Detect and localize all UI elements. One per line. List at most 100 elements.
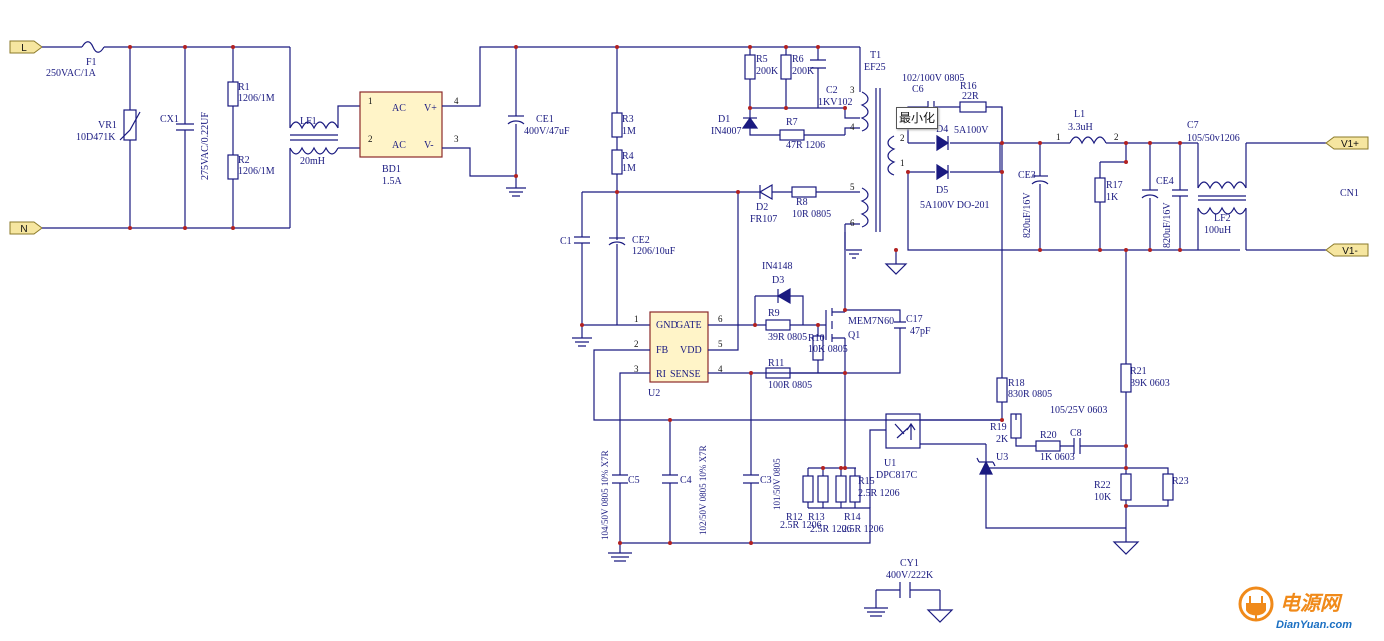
diode-d1 bbox=[741, 116, 759, 129]
diode-d3 bbox=[776, 287, 791, 305]
bd1-value: 1.5A bbox=[382, 176, 403, 187]
minimize-tooltip[interactable]: 最小化 bbox=[896, 107, 938, 129]
cn1-label: CN1 bbox=[1340, 188, 1359, 199]
capacitor-ce2 bbox=[608, 241, 626, 246]
bd1-ac1: AC bbox=[392, 103, 406, 114]
u2-pin3: 3 bbox=[634, 364, 639, 374]
net-tag-vplus: V1+ bbox=[1325, 136, 1369, 150]
t1-pin6: 6 bbox=[850, 218, 855, 228]
ce3-ref: CE3 bbox=[1018, 170, 1036, 181]
cy1-ref: CY1 bbox=[900, 558, 919, 569]
r17-value: 1K bbox=[1106, 192, 1119, 203]
q1-ref: Q1 bbox=[848, 330, 860, 341]
f1-ref: F1 bbox=[86, 57, 97, 68]
l1-pin1: 1 bbox=[1056, 132, 1061, 142]
c4-value: 102/50V 0805 10% X7R bbox=[698, 445, 708, 535]
c4-ref: C4 bbox=[680, 475, 692, 486]
t1-pin5: 5 bbox=[850, 182, 855, 192]
resistor-r23 bbox=[1162, 473, 1174, 501]
r22-ref: R22 bbox=[1094, 480, 1111, 491]
u2-pin1: 1 bbox=[634, 314, 639, 324]
resistor-r19 bbox=[1010, 413, 1022, 439]
junction-dots bbox=[128, 45, 1182, 545]
r5-ref: R5 bbox=[756, 54, 768, 65]
resistor-r20 bbox=[1035, 440, 1061, 452]
lf2-ref: LF2 bbox=[1214, 213, 1231, 224]
u3-ref: U3 bbox=[996, 452, 1008, 463]
r14-ref: R14 bbox=[844, 512, 861, 523]
capacitor-c1 bbox=[574, 236, 590, 244]
lf2-value: 100uH bbox=[1204, 225, 1231, 236]
t1-pin3: 3 bbox=[850, 85, 855, 95]
net-label-vminus: V1- bbox=[1342, 246, 1358, 257]
capacitor-c5 bbox=[612, 474, 628, 484]
c2-value: 1KV102 bbox=[818, 97, 852, 108]
u2-sense: SENSE bbox=[670, 369, 701, 380]
r18-value: 830R 0805 bbox=[1008, 389, 1052, 400]
resistor-r17 bbox=[1094, 177, 1106, 203]
resistor-r10 bbox=[812, 335, 824, 361]
r13-ref: R13 bbox=[808, 512, 825, 523]
c1-ref: C1 bbox=[560, 236, 572, 247]
net-tag-l: L bbox=[9, 40, 43, 54]
capacitor-c7 bbox=[1172, 189, 1188, 197]
r16-value: 22R bbox=[962, 91, 979, 102]
diode-d4 bbox=[936, 134, 950, 152]
d1-value: IN4007 bbox=[711, 126, 742, 137]
bd1-ac2: AC bbox=[392, 140, 406, 151]
ce2-ref: CE2 bbox=[632, 235, 650, 246]
net-label-vplus: V1+ bbox=[1341, 139, 1359, 150]
r4-ref: R4 bbox=[622, 151, 634, 162]
optocoupler-u1 bbox=[885, 413, 921, 449]
cx1-value: 275VAC/0.22UF bbox=[200, 112, 211, 180]
c3-ref: C3 bbox=[760, 475, 772, 486]
capacitor-cx1 bbox=[176, 123, 194, 131]
r18-ref: R18 bbox=[1008, 378, 1025, 389]
watermark-cn: 电源网 bbox=[1280, 592, 1343, 615]
u2-ref: U2 bbox=[648, 388, 660, 399]
c6-value: 102/100V 0805 bbox=[902, 73, 964, 84]
u2-pin6: 6 bbox=[718, 314, 723, 324]
capacitor-c4 bbox=[662, 420, 678, 543]
u2-vdd: VDD bbox=[680, 345, 702, 356]
u2-pin5: 5 bbox=[718, 339, 723, 349]
u2-ri: RI bbox=[656, 369, 666, 380]
varistor-vr1 bbox=[123, 109, 137, 141]
capacitor-c17 bbox=[894, 321, 906, 329]
resistor-r1 bbox=[227, 81, 239, 107]
d1-ref: D1 bbox=[718, 114, 730, 125]
resistor-r12 bbox=[802, 475, 814, 503]
vr1-value: 10D471K bbox=[76, 132, 116, 143]
t1-secondary-winding bbox=[887, 135, 896, 176]
r7-value: 47R 1206 bbox=[786, 140, 825, 151]
capacitor-ce3 bbox=[1031, 180, 1049, 185]
r20-ref: R20 bbox=[1040, 430, 1057, 441]
r10-ref: R10 bbox=[808, 333, 825, 344]
d4-value: 5A100V bbox=[954, 125, 989, 136]
vr1-ref: VR1 bbox=[98, 120, 117, 131]
controller-u2 bbox=[649, 311, 709, 383]
c8-ref: C8 bbox=[1070, 428, 1082, 439]
resistor-r13 bbox=[817, 475, 829, 503]
capacitor-ce1 bbox=[507, 120, 525, 125]
c7-value: 105/50v1206 bbox=[1187, 133, 1240, 144]
r9-ref: R9 bbox=[768, 308, 780, 319]
r11-value: 100R 0805 bbox=[768, 380, 812, 391]
diode-d5 bbox=[936, 163, 950, 181]
ce1-value: 400V/47uF bbox=[524, 126, 570, 137]
r15-ref: R15 bbox=[858, 476, 875, 487]
bd1-pin1: 1 bbox=[368, 96, 373, 106]
resistor-r22 bbox=[1120, 473, 1132, 501]
ground-secondary bbox=[884, 250, 908, 275]
u1-ref: U1 bbox=[884, 458, 896, 469]
bd1-pin2: 2 bbox=[368, 134, 373, 144]
ground-t1 bbox=[846, 249, 862, 259]
t1-aux-winding bbox=[860, 187, 869, 228]
r12-value: 2.5R 1206 bbox=[780, 520, 822, 531]
resistor-r14 bbox=[835, 475, 847, 503]
l1-pin2: 2 bbox=[1114, 132, 1119, 142]
f1-value: 250VAC/1A bbox=[46, 68, 97, 79]
r6-value: 200K bbox=[792, 66, 815, 77]
c17-value: 47pF bbox=[910, 326, 931, 337]
